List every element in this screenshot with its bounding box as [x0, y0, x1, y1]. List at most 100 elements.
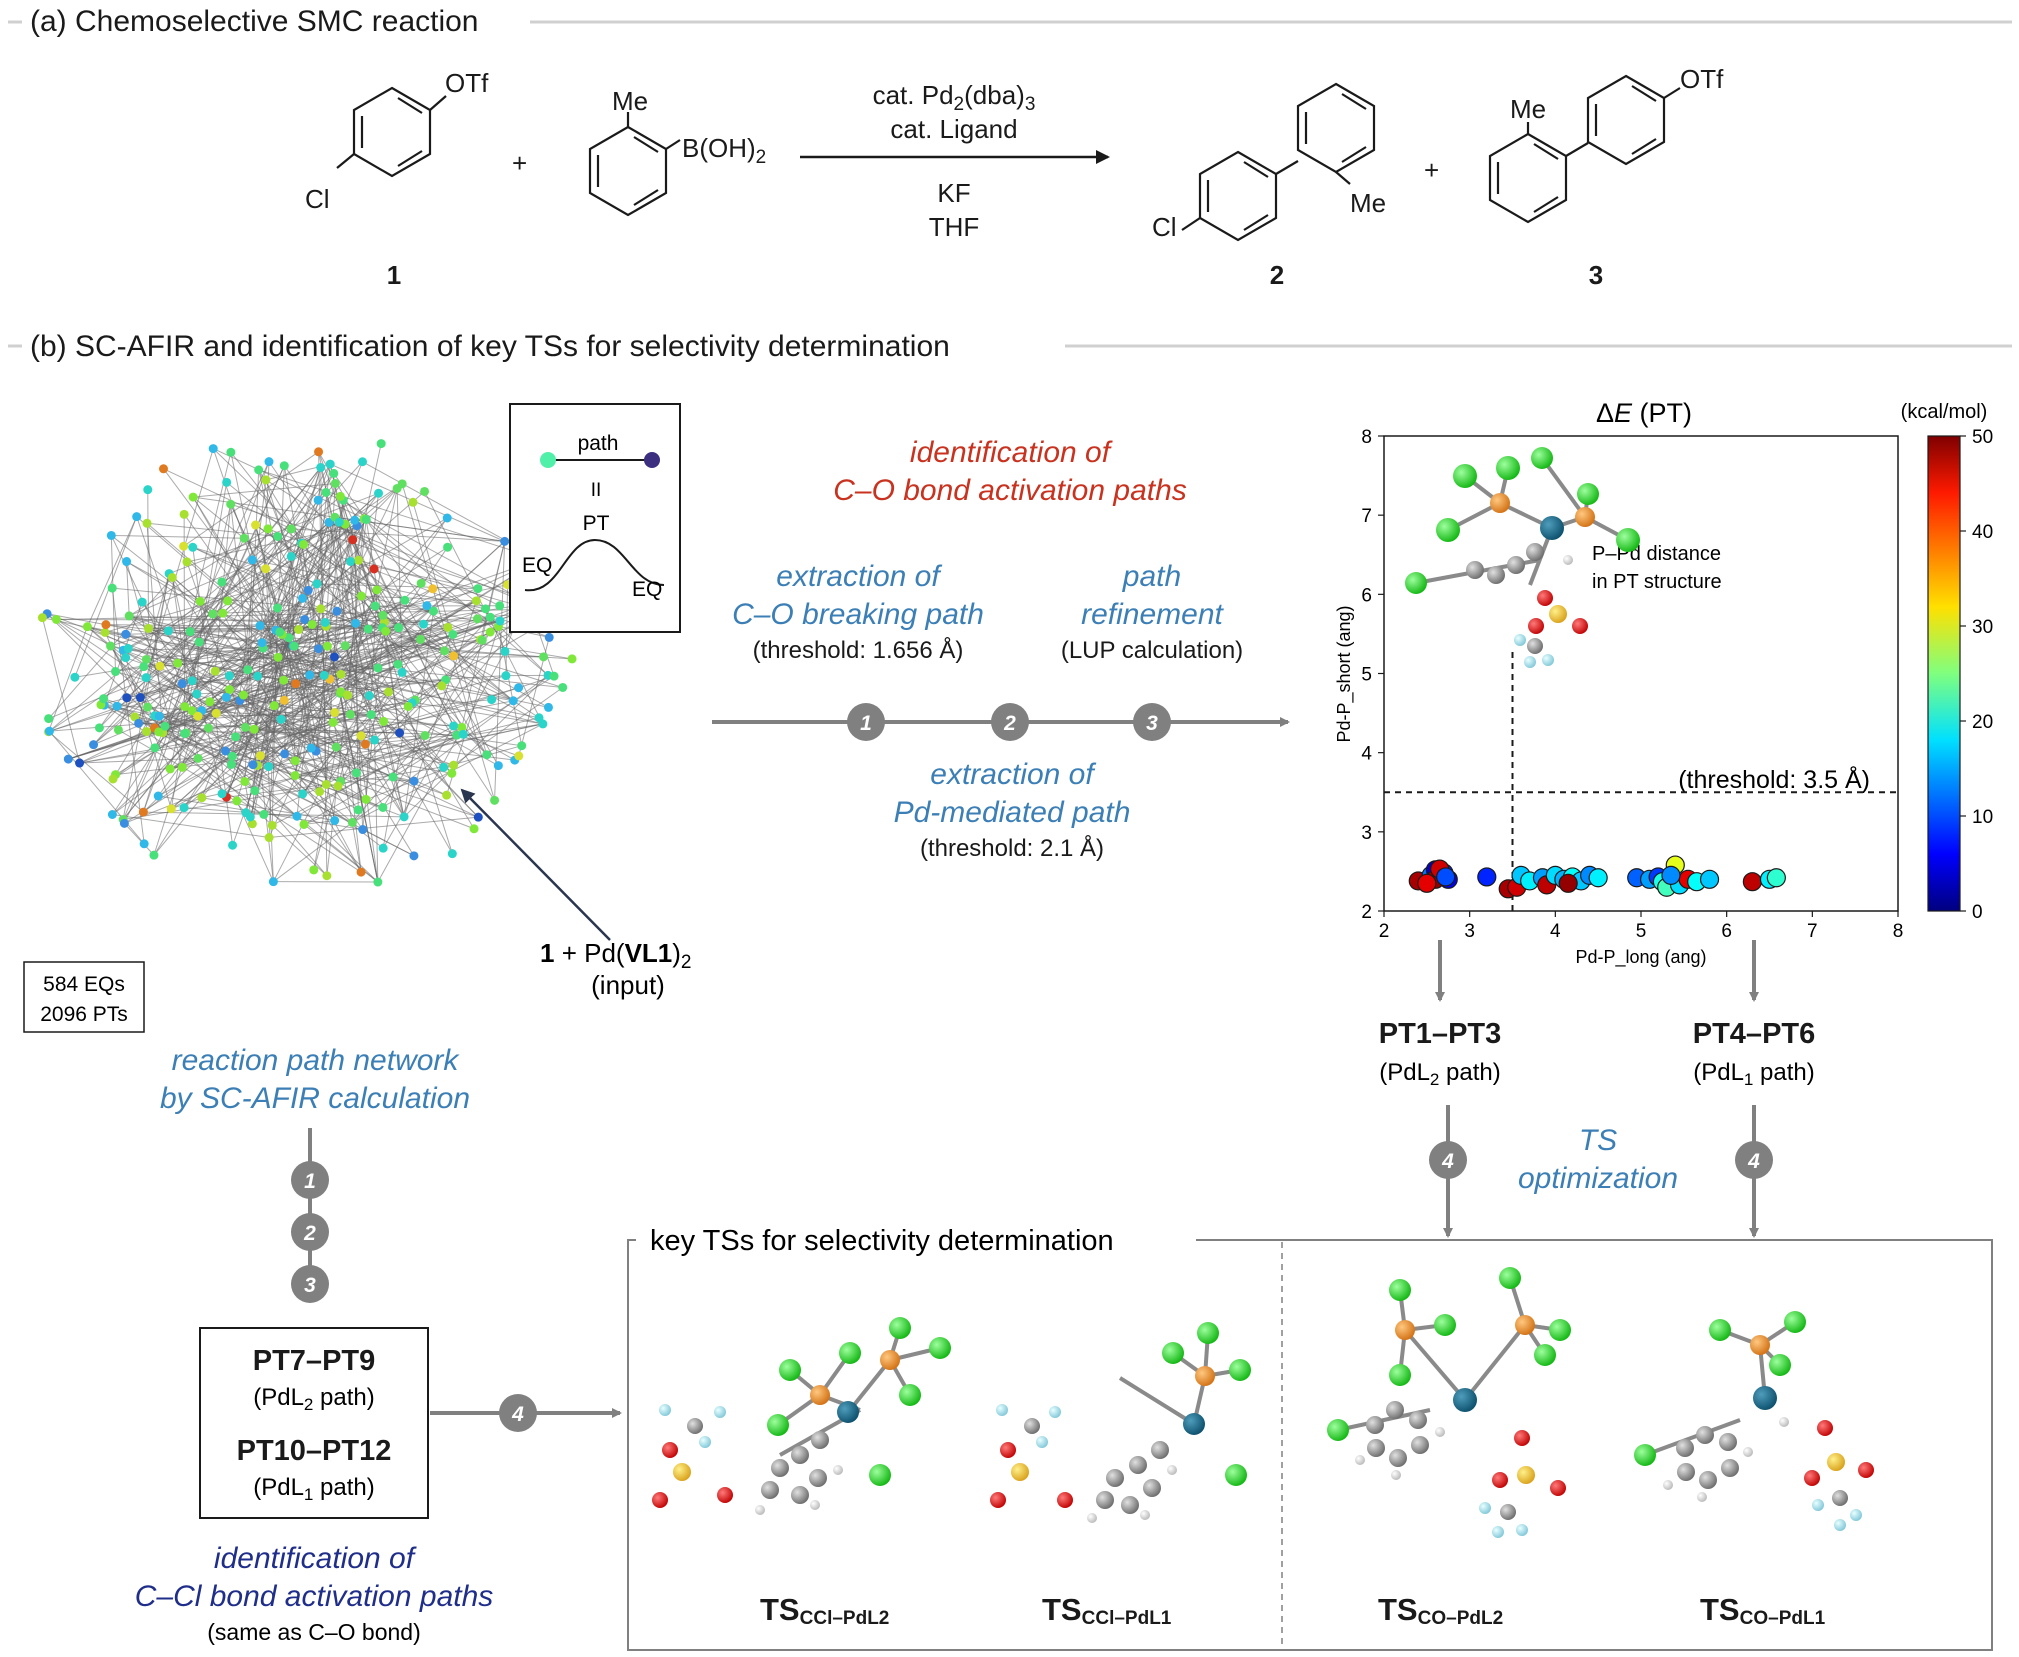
network-edge	[337, 733, 464, 787]
network-node	[185, 627, 195, 637]
network-node	[482, 750, 492, 760]
pt10-pt12-subtitle: (PdL1 path)	[253, 1474, 375, 1504]
network-node	[141, 673, 151, 683]
condition-ligand: cat. Ligand	[890, 114, 1017, 144]
network-edge	[279, 619, 305, 633]
network-node	[373, 663, 383, 673]
network-node	[428, 606, 438, 616]
network-node	[442, 513, 452, 523]
network-node	[356, 867, 366, 877]
network-node	[182, 557, 192, 567]
input-label-close: )	[672, 938, 681, 968]
data-point	[1766, 868, 1786, 888]
network-edge	[363, 518, 549, 676]
network-node	[517, 741, 527, 751]
network-edge	[243, 694, 357, 774]
network-node	[290, 756, 300, 766]
network-edge	[453, 616, 491, 657]
network-node	[374, 488, 384, 498]
network-edge	[497, 626, 523, 746]
network-edge	[153, 716, 199, 856]
network-node	[227, 751, 237, 761]
network-edge	[134, 716, 452, 774]
network-node	[534, 713, 544, 723]
network-node	[44, 726, 54, 736]
network-node	[163, 626, 173, 636]
pt4-pt6-subtitle: (PdL1 path)	[1693, 1059, 1815, 1089]
network-node	[108, 774, 118, 784]
network-edge	[258, 469, 540, 560]
network-node	[217, 577, 227, 587]
input-label-vl1: VL1	[625, 938, 673, 968]
network-edge	[277, 536, 406, 601]
step-marker-4-right-num: 4	[1747, 1150, 1760, 1173]
chart-y-axis-label: Pd-P_short (ang)	[1334, 605, 1355, 742]
network-node	[137, 597, 147, 607]
key-ts-box: key TSs for selectivity determination	[627, 1222, 1993, 1651]
boronic-acid-label: B(OH)	[682, 133, 756, 163]
network-edge	[192, 496, 415, 857]
network-node	[350, 515, 360, 525]
step2-text-line2: Pd-mediated path	[894, 796, 1131, 829]
step2-text-line1: extraction of	[930, 758, 1096, 791]
step-marker-3-num: 3	[1146, 712, 1158, 735]
network-edge	[333, 443, 382, 658]
network-node	[149, 850, 159, 860]
network-edge	[158, 755, 233, 797]
network-node	[420, 486, 430, 496]
network-edge	[396, 488, 403, 673]
network-node	[180, 702, 190, 712]
y-tick-label: 3	[1361, 823, 1372, 844]
pt1-pt3-label: PT1–PT3	[1379, 1018, 1502, 1050]
network-node	[314, 447, 324, 457]
network-edge	[374, 706, 409, 741]
colorbar-tick-label: 50	[1972, 427, 1993, 448]
product-2-cl: Cl	[1152, 212, 1177, 242]
network-node	[457, 722, 467, 732]
network-node	[272, 603, 282, 613]
network-node	[143, 702, 153, 712]
network-edge	[122, 573, 170, 820]
colorbar-tick-label: 0	[1972, 902, 1983, 923]
network-node	[294, 625, 304, 635]
network-node	[322, 871, 332, 881]
network-edge	[374, 740, 379, 883]
network-edge	[48, 731, 144, 813]
network-node	[264, 457, 274, 467]
pt-count: 2096 PTs	[40, 1003, 128, 1026]
network-node	[472, 614, 482, 624]
network-node	[243, 665, 253, 675]
network-node	[106, 641, 116, 651]
network-node	[261, 475, 271, 485]
network-edge	[260, 755, 359, 811]
network-node	[320, 617, 330, 627]
network-node	[165, 764, 175, 774]
network-node	[501, 671, 511, 681]
network-edge	[115, 671, 366, 745]
network-node	[99, 694, 109, 704]
network-edge	[404, 599, 483, 641]
network-node	[351, 618, 361, 628]
network-node	[153, 791, 163, 801]
network-edge	[382, 725, 454, 849]
compound-number-2: 2	[1270, 260, 1284, 290]
network-node	[473, 584, 483, 594]
network-node	[354, 555, 364, 565]
network-node	[361, 514, 371, 524]
network-node	[94, 723, 104, 733]
network-node	[177, 762, 187, 772]
network-edge	[117, 659, 147, 731]
network-node	[155, 661, 165, 671]
network-node	[154, 727, 164, 737]
network-node	[358, 457, 368, 467]
step-marker-1-num: 1	[860, 712, 872, 735]
chart-inset-annotation-line2: in PT structure	[1592, 571, 1722, 593]
network-edge	[183, 514, 334, 723]
network-node	[495, 616, 505, 626]
network-edge	[272, 791, 321, 882]
pt10-pt12-sub-b: 1	[304, 1485, 313, 1504]
network-edge	[68, 712, 217, 760]
network-node	[420, 730, 430, 740]
chart-title: ΔE (PT)	[1596, 398, 1692, 428]
